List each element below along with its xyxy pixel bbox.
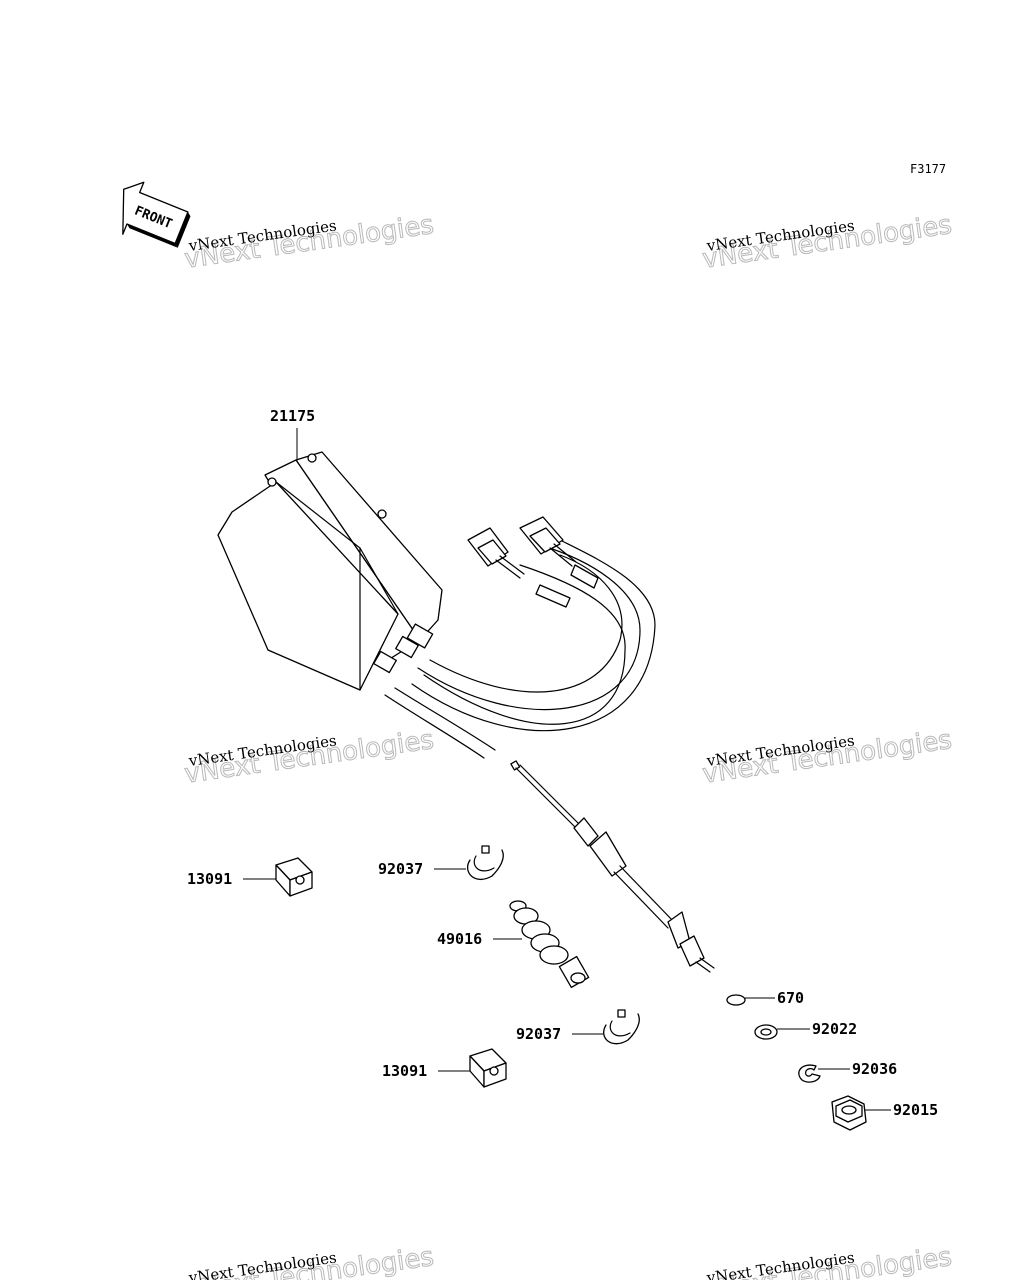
part-92036-lock-washer[interactable] [798,1064,821,1083]
part-92022-washer[interactable] [754,1024,778,1040]
label-21175[interactable]: 21175 [270,407,315,425]
part-inner-cable [510,760,715,973]
label-92037-lower[interactable]: 92037 [516,1025,561,1043]
part-13091-lower[interactable] [469,1048,507,1088]
part-92037-lower-clamp[interactable] [603,1009,640,1045]
part-49016-boot[interactable] [509,900,590,989]
diagram-code: F3177 [910,162,946,176]
label-92037-upper[interactable]: 92037 [378,860,423,878]
label-92015[interactable]: 92015 [893,1101,938,1119]
label-92036[interactable]: 92036 [852,1060,897,1078]
label-13091-lower[interactable]: 13091 [382,1062,427,1080]
part-92037-upper-clamp[interactable] [467,845,504,881]
part-92015-nut[interactable] [831,1095,867,1131]
label-92022[interactable]: 92022 [812,1020,857,1038]
label-13091-upper[interactable]: 13091 [187,870,232,888]
label-49016[interactable]: 49016 [437,930,482,948]
part-21175-actuator[interactable] [217,451,656,759]
part-670-o-ring[interactable] [726,994,746,1006]
label-670[interactable]: 670 [777,989,804,1007]
part-13091-upper[interactable] [275,857,313,897]
front-arrow-icon: FRONT [122,181,191,248]
